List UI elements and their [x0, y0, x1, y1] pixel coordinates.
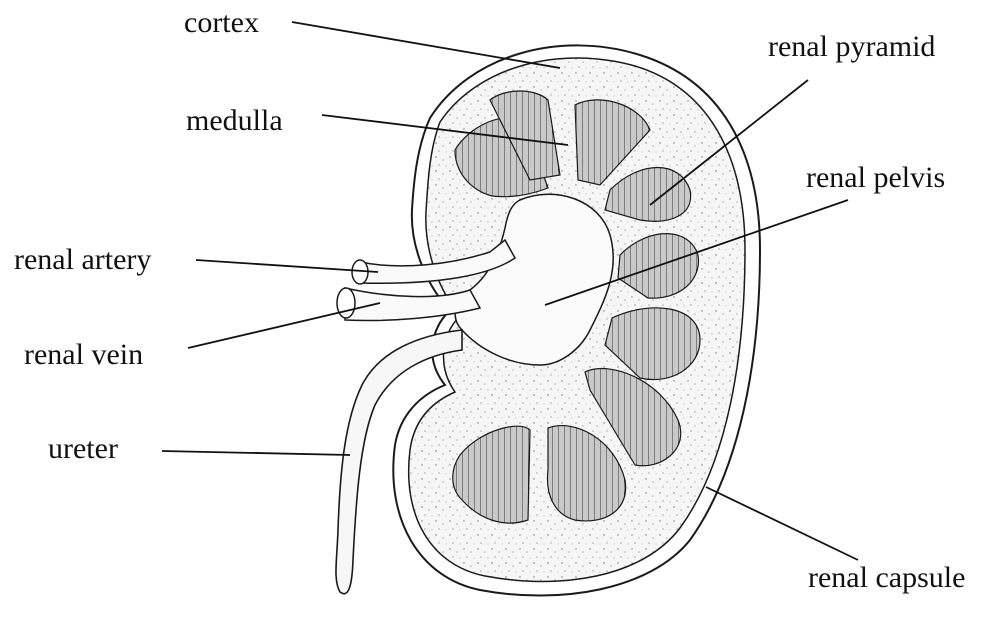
label-renal-capsule: renal capsule	[808, 563, 965, 593]
leader-renal-artery	[196, 260, 378, 272]
leader-ureter	[162, 451, 350, 455]
label-medulla: medulla	[186, 106, 283, 136]
label-renal-pyramid: renal pyramid	[768, 32, 935, 62]
renal-vein-opening	[337, 288, 355, 318]
label-renal-pelvis: renal pelvis	[806, 163, 945, 193]
label-renal-vein: renal vein	[24, 340, 143, 370]
leader-renal-vein	[188, 303, 380, 348]
leader-renal-capsule	[706, 487, 858, 560]
label-cortex: cortex	[184, 8, 259, 38]
label-renal-artery: renal artery	[14, 245, 151, 275]
leader-cortex	[292, 22, 560, 68]
label-ureter: ureter	[48, 434, 118, 464]
